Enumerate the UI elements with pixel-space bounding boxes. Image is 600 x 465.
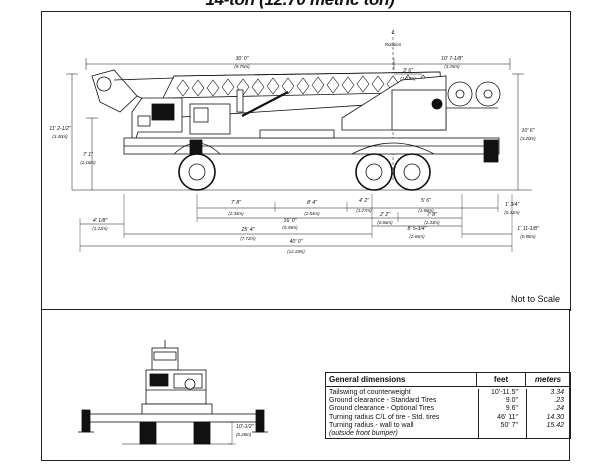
table-header: General dimensions feet meters — [326, 373, 570, 387]
row-meters: 15.42 — [526, 421, 570, 431]
header-label: General dimensions — [329, 375, 406, 384]
dim-b10-m: (7.72m) — [240, 236, 256, 241]
dim-b12: 4' 1/8" — [93, 218, 109, 224]
table-row-note: (outside front bumper) — [326, 430, 570, 439]
dim-b4: 5' 6" — [421, 198, 432, 204]
table-row: Ground clearance - Standard Tires 9.0" .… — [326, 397, 570, 406]
header-meters: meters — [525, 373, 570, 386]
row-feet: 9.6" — [478, 405, 526, 414]
table-row: Tailswing of counterweight 10'-11.5" 3.3… — [326, 389, 570, 398]
dim-b10: 25' 4" — [241, 227, 256, 233]
row-meters: .23 — [526, 397, 570, 406]
dim-b12-m: (1.22m) — [92, 226, 108, 231]
dim-r1: 10' 7-1/8" — [441, 56, 464, 62]
crane-side-drawing: ℄ Rotation 30' 0" (9.75m) 10' 7-1/8" (3.… — [49, 30, 540, 254]
dim-boom-length: 30' 0" — [236, 56, 250, 62]
row-feet: 10'-11.5" — [478, 389, 526, 398]
dim-b4-m: (1.68m) — [418, 208, 434, 213]
rotation-label: Rotation — [385, 42, 402, 47]
dim-b8: 1' 3/4" — [505, 202, 521, 208]
dim-cab-height-m: (2.16m) — [80, 160, 96, 165]
row-label: Turning radius - wall to wall — [329, 421, 414, 429]
row-label: Tailswing of counterweight — [329, 389, 411, 396]
dim-total-height: 11' 2-1/2" — [49, 126, 72, 132]
dim-b5-m: (5.49m) — [282, 225, 298, 230]
dim-b1: 7' 8" — [231, 200, 242, 206]
table-row: Turning radius C/L of tire - Std. tires … — [326, 413, 570, 422]
dim-b3: 4' 2" — [359, 198, 370, 204]
dim-b7: 7' 8" — [427, 212, 438, 218]
dim-b9-m: (2.65m) — [409, 234, 425, 239]
row-feet: 50' 7" — [478, 421, 526, 431]
front-view-panel: 10'-1/2" (0.26m) — [41, 309, 305, 461]
dim-cab-height: 7' 1" — [83, 152, 94, 158]
not-to-scale-note: Not to Scale — [510, 294, 560, 304]
header-feet: feet — [476, 373, 525, 386]
dim-b6-m: (0.66m) — [377, 220, 393, 225]
row-label: Ground clearance - Optional Tires — [329, 405, 435, 413]
row-meters: 3.34 — [526, 389, 570, 398]
row-feet-empty — [478, 430, 526, 439]
dim-b3-m: (1.27m) — [356, 208, 372, 213]
row-feet: 9.0" — [478, 397, 526, 406]
dim-b5: 16' 0" — [284, 218, 298, 224]
crane-front-drawing: 10'-1/2" (0.26m) — [78, 340, 268, 445]
row-meters: .24 — [526, 405, 570, 414]
row-meters: 14.30 — [526, 413, 570, 422]
dim-r1-m: (3.25m) — [444, 64, 460, 69]
dim-b7-m: (2.33m) — [424, 220, 440, 225]
dim-b9: 8' 5-3/4" — [408, 226, 428, 232]
dim-rear-height: 10' 6" — [522, 128, 536, 134]
table-row: Ground clearance - Optional Tires 9.6" .… — [326, 405, 570, 414]
dim-b11-m: (0.58m) — [520, 234, 536, 239]
page-title: 14-ton (12.70 metric ton) — [0, 0, 600, 10]
row-feet: 46' 11" — [478, 413, 526, 422]
row-label: Turning radius C/L of tire - Std. tires — [329, 413, 440, 421]
dim-boom-length-m: (9.75m) — [234, 64, 250, 69]
dim-b6: 2' 2" — [379, 212, 391, 218]
table-row: Turning radius - wall to wall 50' 7" 15.… — [326, 421, 570, 431]
rotation-symbol: ℄ — [391, 30, 395, 36]
dim-rear-height-m: (3.20m) — [520, 136, 536, 141]
dim-b13-m: (12.19m) — [287, 249, 305, 254]
dim-total-height-m: (3.40m) — [52, 134, 68, 139]
dim-b11: 1' 11-1/8" — [517, 226, 540, 232]
dim-b1-m: (2.34m) — [228, 211, 244, 216]
row-label: Ground clearance - Standard Tires — [329, 397, 437, 405]
dim-b8-m: (0.32m) — [504, 210, 520, 215]
row-meters-empty — [526, 430, 570, 439]
dim-b2: 8' 4" — [307, 200, 318, 206]
general-dimensions-panel: General dimensions feet meters Tailswing… — [303, 309, 571, 461]
dim-r2-m: (1.07m) — [400, 76, 416, 81]
front-dim-m: (0.26m) — [236, 432, 252, 437]
dim-r2: 3' 6" — [403, 68, 414, 74]
side-elevation-panel: ℄ Rotation 30' 0" (9.75m) 10' 7-1/8" (3.… — [41, 11, 571, 311]
dim-b2-m: (2.54m) — [304, 211, 320, 216]
dim-b13: 40' 0" — [290, 239, 304, 245]
front-dim: 10'-1/2" — [236, 424, 255, 430]
row-note: (outside front bumper) — [329, 430, 398, 438]
general-dimensions-table: General dimensions feet meters Tailswing… — [325, 372, 571, 440]
